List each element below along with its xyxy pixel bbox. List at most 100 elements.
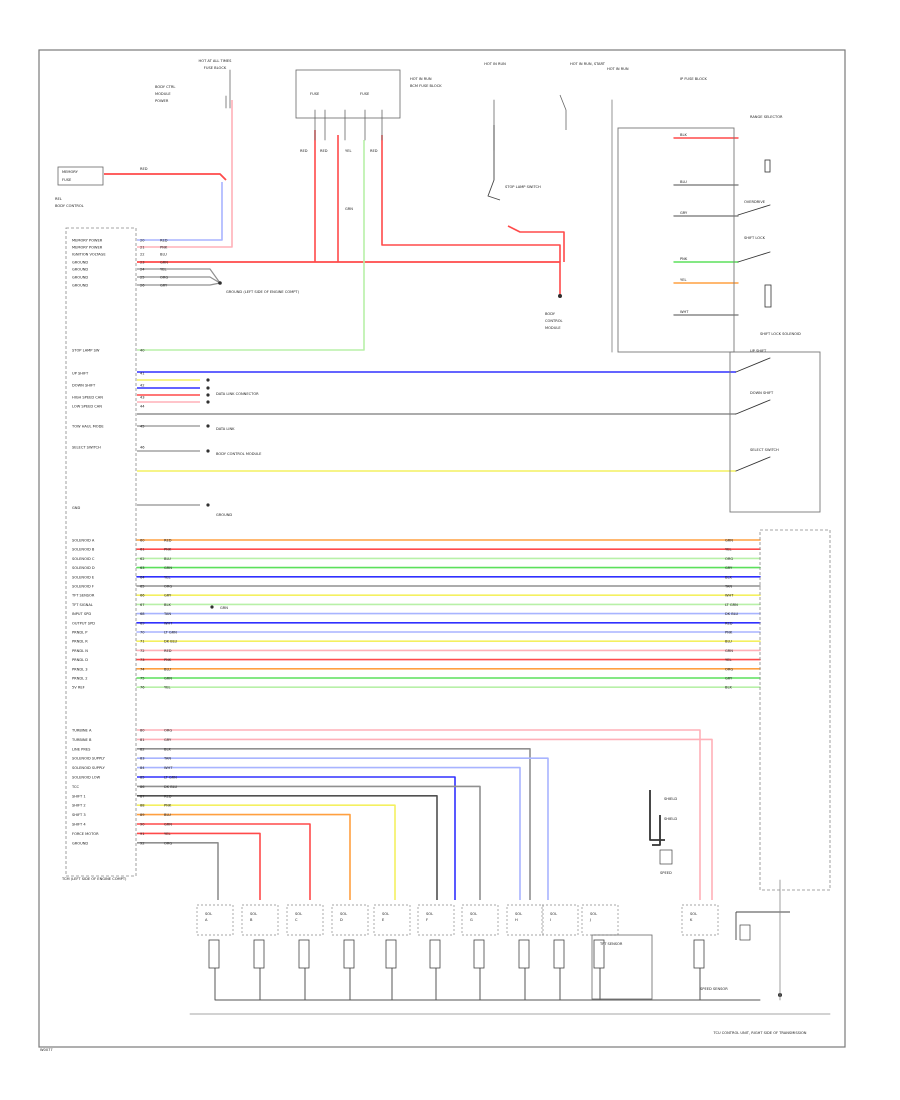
pin-number: 80	[140, 729, 145, 733]
pin-label-bus: 5V REF	[72, 686, 85, 690]
pin-number: 70	[140, 631, 145, 635]
wire-code: BLU	[164, 557, 171, 561]
splice-dot	[206, 400, 210, 404]
splice-dot	[206, 424, 210, 428]
pin-number: 81	[140, 738, 145, 742]
pin-label-bus: PRNDL P	[72, 631, 88, 635]
hot-label: HOT AT ALL TIMES	[199, 59, 233, 63]
pin-number: 61	[140, 548, 145, 552]
wire-code: BLK	[164, 747, 171, 751]
component-label: SHIELD	[664, 797, 677, 801]
solenoid-coil	[553, 939, 565, 969]
pin-label-bottom: TURBINE B	[71, 738, 92, 742]
pin-number: 44	[140, 405, 145, 409]
pin-label-bus: INPUT SPD	[72, 612, 91, 616]
block-label: POWER	[155, 99, 169, 103]
pin-number: 41	[140, 372, 145, 376]
pin-number: 24	[140, 268, 145, 272]
pin-label-mid: LOW SPEED CAN	[72, 405, 102, 409]
wire-code: RED	[300, 149, 308, 153]
solenoid-box	[331, 904, 369, 936]
hot-run-label: BCM FUSE BLOCK	[410, 84, 442, 88]
solenoid-label: H	[515, 918, 518, 922]
component-label: SHIFT LOCK	[744, 236, 766, 240]
wire-code: BLK	[725, 575, 732, 579]
wire-code: YEL	[680, 278, 686, 282]
component-label: SPEED	[660, 871, 672, 875]
component-layer	[57, 69, 831, 1015]
wire-code: BLU	[164, 813, 171, 817]
pin-label-top: GROUND	[72, 284, 88, 288]
block-label: MODULE	[155, 92, 171, 96]
tft-label: TFT SENSOR	[599, 942, 623, 946]
component-label: BODY CONTROL MODULE	[216, 452, 262, 456]
wire-speed	[649, 790, 665, 841]
wire-memory-power	[137, 182, 223, 241]
shift-lock-label: SHIFT LOCK SOLENOID	[760, 332, 801, 336]
wire-code: DK BLU	[164, 640, 178, 644]
solenoid-label: SOL	[340, 912, 347, 916]
wire-code: GRY	[164, 738, 172, 742]
solenoid-coil	[764, 159, 771, 173]
pin-label-bus: SOLENOID E	[72, 575, 95, 579]
pin-label-bottom: SOLENOID SUPPLY	[72, 757, 106, 761]
component-label: DATA LINK CONNECTOR	[216, 392, 259, 396]
wire-code: PNK	[160, 246, 168, 250]
pin-label-bus: PRNDL D	[72, 658, 88, 662]
pin-label-mid: UP SHIFT	[72, 372, 89, 376]
block-label: BODY CTRL	[155, 85, 175, 89]
pin-label-mid: HIGH SPEED CAN	[72, 396, 103, 400]
solenoid-label: B	[250, 918, 253, 922]
pin-label-mid: SELECT SWITCH	[72, 446, 101, 450]
switch-label: UP SHIFT	[750, 349, 767, 353]
wire-code: GRN	[164, 823, 172, 827]
wire-code: RED	[164, 539, 172, 543]
wire-code: ORG	[725, 557, 733, 561]
pin-number: 87	[140, 794, 145, 798]
pin-label-bottom: SHIFT 4	[72, 823, 86, 827]
pin-label-bottom: SHIFT 1	[72, 794, 86, 798]
solenoid-label: SOL	[295, 912, 302, 916]
wire-code: ORG	[164, 841, 172, 845]
wire-code: GRY	[725, 566, 733, 570]
fuse-label: MEMORY	[62, 170, 79, 174]
pin-number: 88	[140, 804, 145, 808]
pin-number: 67	[140, 603, 145, 607]
wire-memory-power-2	[137, 100, 233, 248]
wire-bottom	[137, 747, 531, 900]
component-label: MODULE	[545, 326, 561, 330]
solenoid-label: J	[589, 918, 591, 922]
wire-code: TAN	[724, 585, 732, 589]
wire-code: WHT	[725, 594, 734, 598]
solenoid-box	[286, 904, 324, 936]
pin-number: 46	[140, 446, 145, 450]
splice-dot	[206, 503, 210, 507]
solenoid-box	[461, 904, 499, 936]
wire-ground	[137, 268, 221, 284]
fuse-label: FUSE	[62, 178, 72, 182]
component-label: STOP LAMP SWITCH	[505, 185, 541, 189]
solenoid-label: I	[550, 918, 551, 922]
solenoid-coil	[693, 939, 705, 969]
pin-number: 73	[140, 658, 145, 662]
wire-code: BLK	[725, 686, 732, 690]
pin-number: 60	[140, 539, 145, 543]
solenoid-box	[196, 904, 234, 936]
solenoid-coil	[253, 939, 265, 969]
wire-code: YEL	[160, 268, 166, 272]
tcu-connector-outline	[759, 529, 831, 891]
pin-number: 72	[140, 649, 145, 653]
tft-sensor-box	[591, 934, 653, 1000]
pin-number: 62	[140, 557, 145, 561]
component-label: GROUND	[216, 513, 232, 517]
pin-label-bus: SOLENOID D	[72, 566, 95, 570]
pin-label-bottom: LINE PRES	[72, 747, 91, 751]
pin-number: 45	[140, 425, 145, 429]
solenoid-box	[541, 904, 579, 936]
pin-number: 22	[140, 253, 145, 257]
solenoid-coil	[764, 284, 772, 308]
hot-run-label: HOT IN RUN	[484, 62, 506, 66]
wire-code: RED	[164, 649, 172, 653]
splice-dot	[206, 378, 210, 382]
wire-code: LT GRN	[164, 631, 177, 635]
